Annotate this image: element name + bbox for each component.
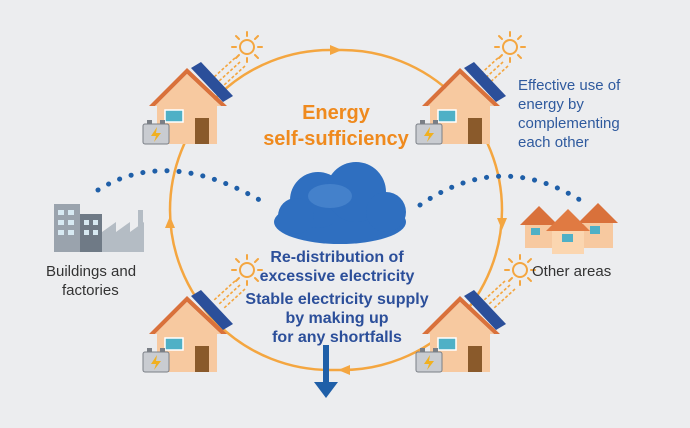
- left-label-line-1: Buildings and: [46, 263, 137, 280]
- note-right-line-3: complementing: [518, 115, 620, 132]
- sun-icon: [494, 31, 526, 63]
- house-icon: [142, 61, 234, 145]
- sun-icon: [231, 31, 263, 63]
- note-right-line-4: each other: [518, 134, 589, 151]
- house-icon: [142, 289, 234, 373]
- sun-icon: [504, 254, 536, 286]
- factory-icon: [54, 204, 144, 252]
- center-line-3: Stable electricity supply: [245, 291, 429, 308]
- note-right-line-1: Effective use of: [518, 77, 621, 94]
- left-label-line-2: factories: [62, 282, 119, 299]
- town-icon: [520, 203, 618, 254]
- center-line-2: excessive electricity: [259, 268, 415, 285]
- title-line-1: Energy: [302, 102, 370, 124]
- cloud-icon: [274, 162, 406, 244]
- loop-arrow-top: [330, 45, 342, 55]
- sun-rays: [212, 280, 246, 310]
- loop-arrow-bottom: [338, 365, 350, 375]
- loop-arrow-right: [497, 218, 507, 230]
- loop-arrow-left: [165, 216, 175, 228]
- title-line-2: self-sufficiency: [263, 128, 409, 150]
- right-label: Other areas: [532, 263, 612, 280]
- dotted-link-left: [95, 168, 271, 208]
- center-line-5: for any shortfalls: [272, 329, 402, 346]
- arrow-down-icon: [314, 345, 338, 398]
- center-line-4: by making up: [285, 310, 389, 327]
- dotted-link-right: [417, 173, 583, 208]
- center-line-1: Re-distribution of: [270, 249, 404, 266]
- note-right-line-2: energy by: [518, 96, 584, 113]
